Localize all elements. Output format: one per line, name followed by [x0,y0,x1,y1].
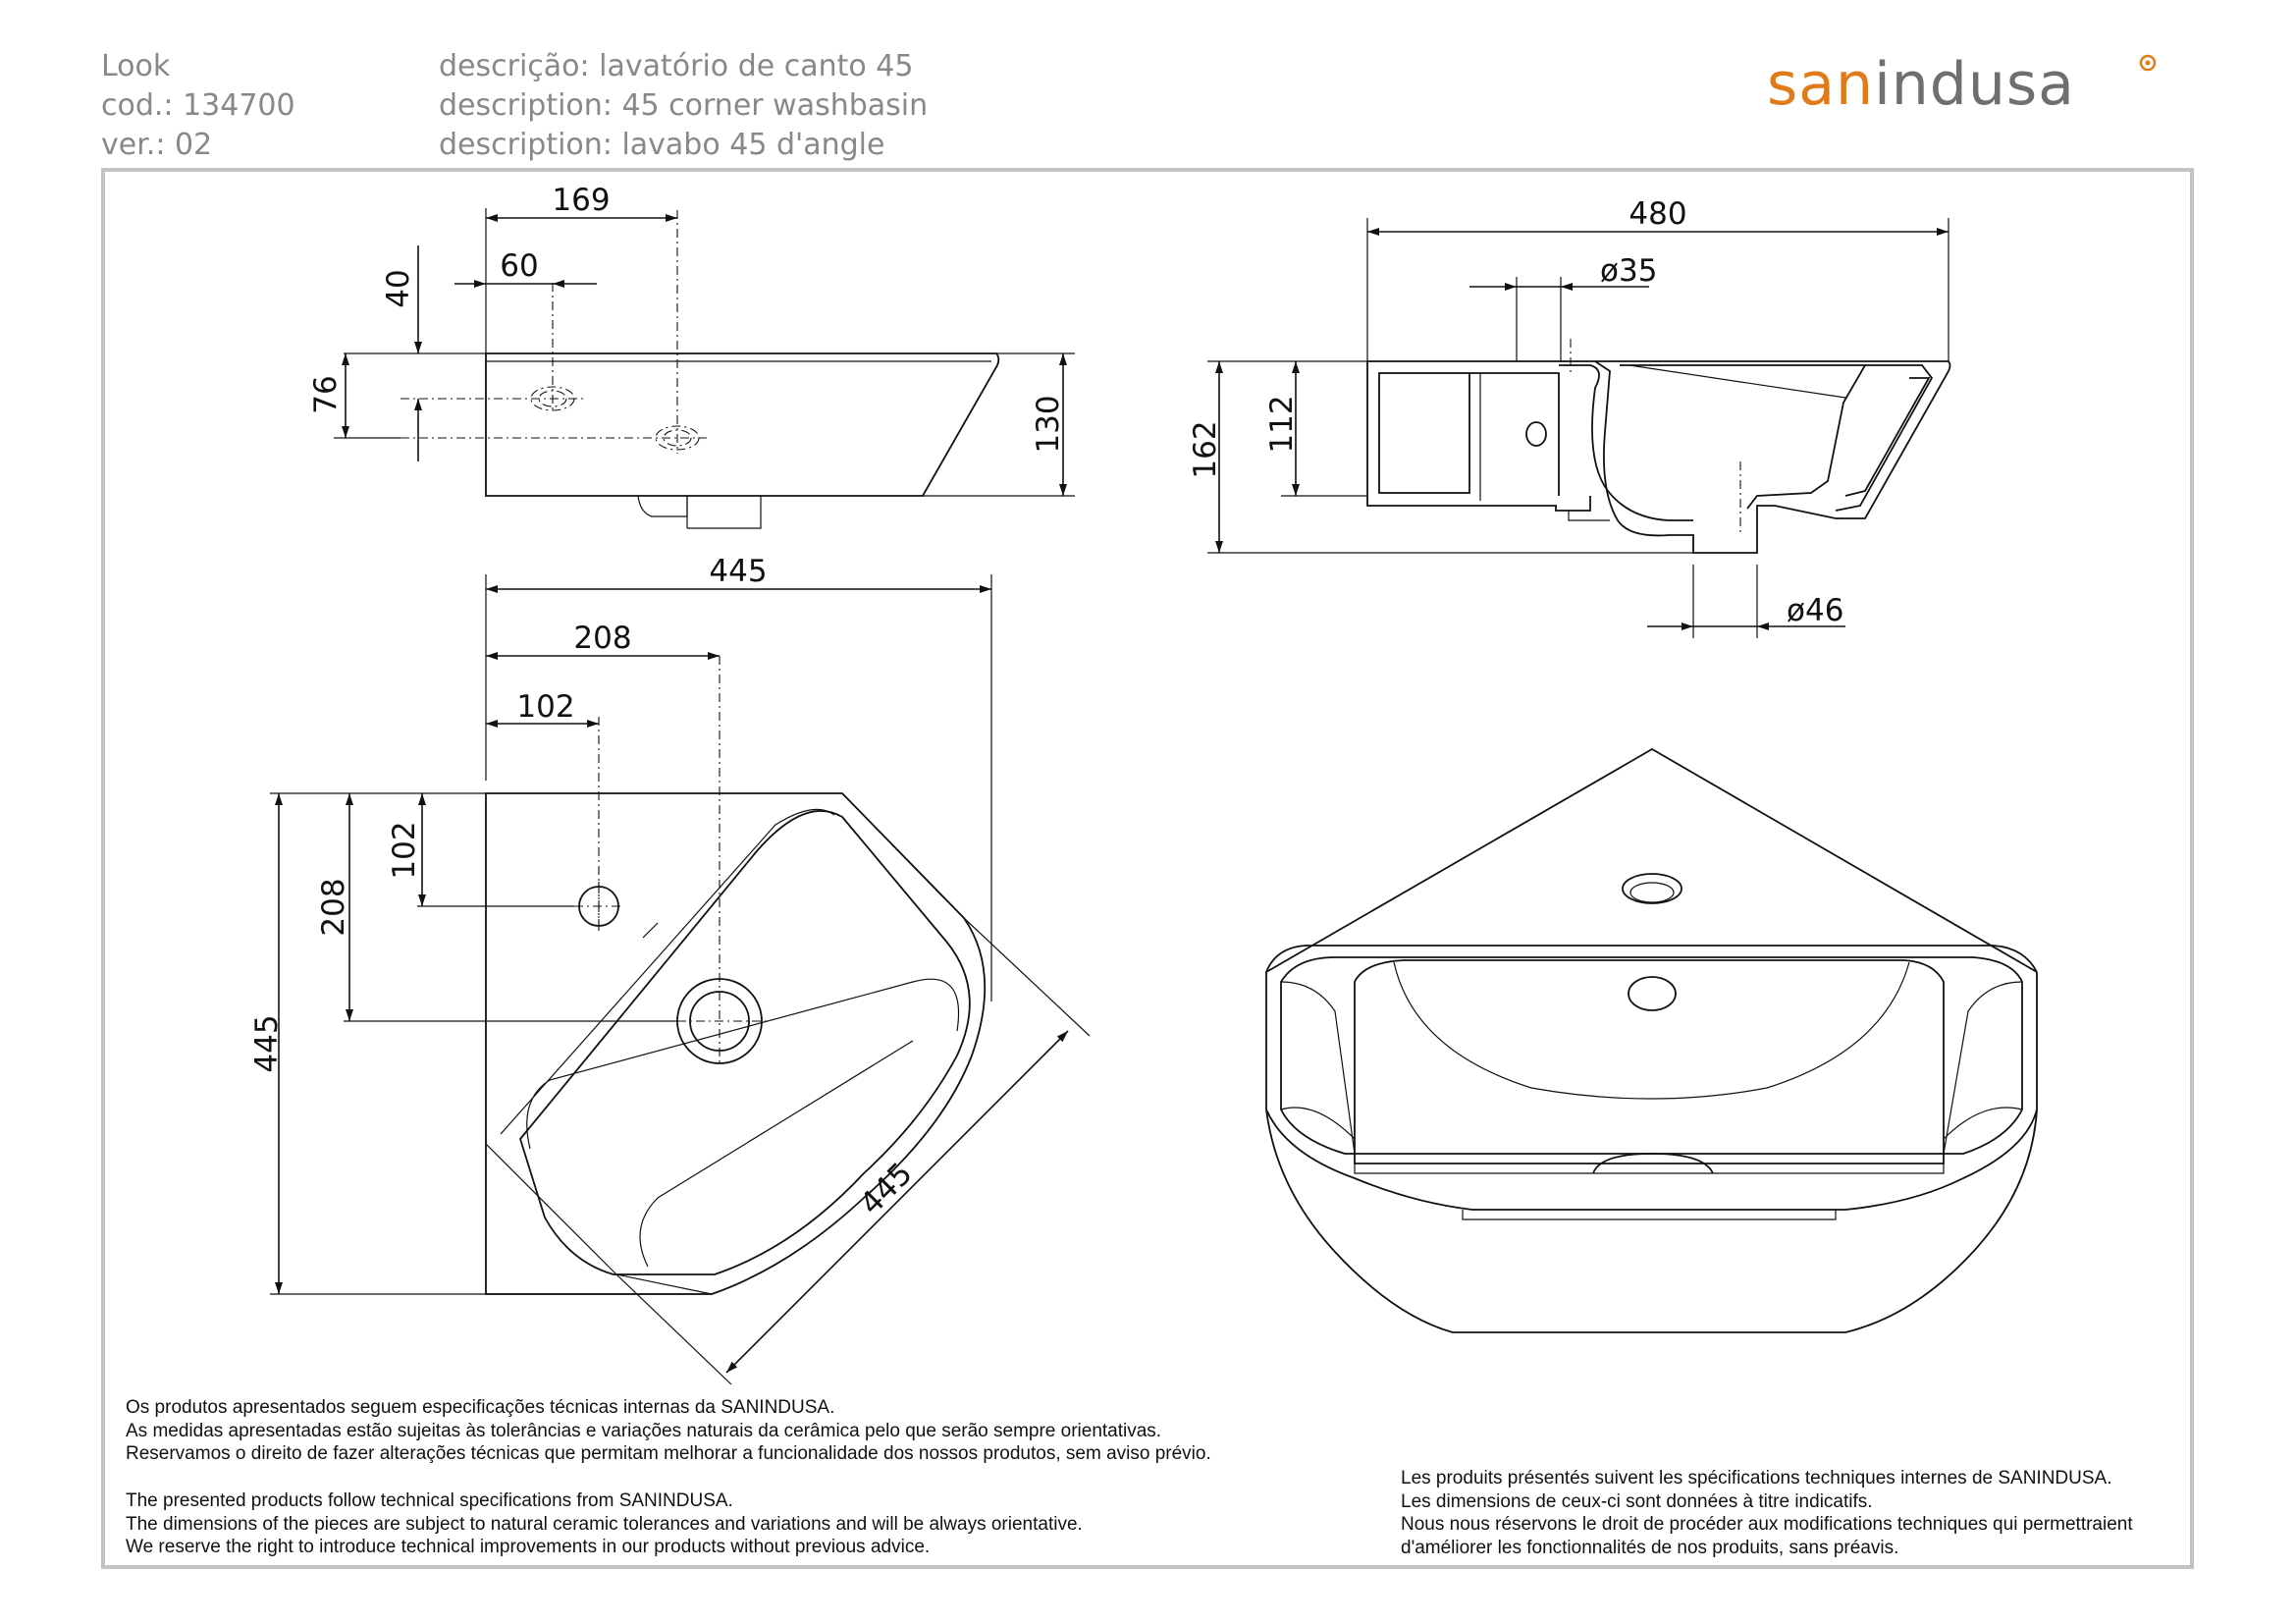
note-en-1: The presented products follow technical … [126,1490,733,1511]
note-pt-3: Reservamos o direito de fazer alterações… [126,1443,1211,1464]
dim-130: 130 [1031,395,1066,453]
sanindusa-logo: sanindusa [1767,50,2157,119]
logo-text-indusa: indusa [1874,50,2075,119]
note-fr-3: Nous nous réservons le droit de procéder… [1401,1514,2133,1535]
note-pt-1: Os produtos apresentados seguem especifi… [126,1397,835,1418]
header-descriptions: descrição: lavatório de canto 45 descrip… [439,47,928,165]
dim-480: 480 [1629,196,1686,232]
dim-35: ø35 [1600,253,1657,289]
top-view: 445 208 102 102 208 445 445 [249,554,1091,1385]
dim-102-side: 102 [387,821,422,879]
svg-text:sanindusa: sanindusa [1767,50,2075,119]
dim-169: 169 [552,183,610,218]
note-en-3: We reserve the right to introduce techni… [126,1537,931,1557]
dim-76: 76 [308,375,344,413]
dim-40: 40 [381,269,416,307]
note-fr-1: Les produits présentés suivent les spéci… [1401,1468,2112,1489]
product-version: ver.: 02 [101,128,213,162]
notes-french: Les produits présentés suivent les spéci… [1401,1467,2133,1559]
dim-112: 112 [1264,395,1300,453]
dim-208-top: 208 [573,621,631,656]
dim-445-diag: 445 [853,1156,919,1221]
description-en: description: 45 corner washbasin [439,88,929,123]
side-view-outline [485,352,1000,497]
perspective-view [1265,747,2038,1333]
logo-mark-icon [2139,54,2157,72]
dim-208-side: 208 [316,878,351,936]
dim-445-side: 445 [249,1014,285,1072]
dim-60: 60 [500,248,538,284]
notes-english: The presented products follow technical … [126,1489,1083,1559]
section-outline [1367,360,1951,554]
note-en-2: The dimensions of the pieces are subject… [126,1513,1083,1535]
note-fr-2: Les dimensions de ceux-ci sont données à… [1401,1490,1873,1512]
model-name: Look [101,49,171,83]
notes-portuguese: Os produtos apresentados seguem especifi… [126,1396,1211,1466]
dim-102-top: 102 [516,689,574,725]
dim-445-top: 445 [709,554,767,589]
note-fr-4: d'améliorer les fonctionnalités de nos p… [1401,1537,1899,1558]
logo-text-san: san [1767,50,1874,119]
section-view: 480 ø35 162 112 ø46 [1188,196,1951,638]
side-view: 169 60 40 76 130 [308,183,1075,529]
description-fr: description: lavabo 45 d'angle [439,128,885,162]
drawing-frame [101,168,2194,1569]
dim-162: 162 [1188,420,1223,478]
dim-46: ø46 [1787,593,1843,628]
description-pt: descrição: lavatório de canto 45 [439,49,914,83]
product-code: cod.: 134700 [101,88,295,123]
header-product-info: Look cod.: 134700 ver.: 02 [101,47,295,165]
note-pt-2: As medidas apresentadas estão sujeitas à… [126,1420,1162,1441]
